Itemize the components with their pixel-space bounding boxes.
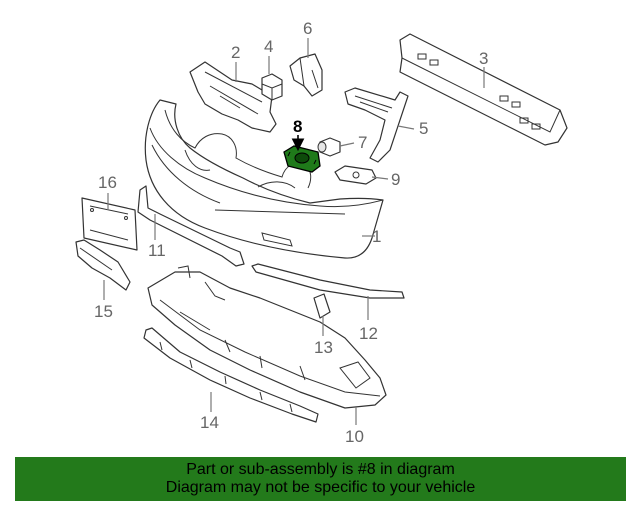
callout-6: 6 (303, 19, 312, 38)
callout-11: 11 (148, 241, 166, 260)
leader-lines (103, 38, 485, 425)
part-2-absorber (189, 61, 277, 133)
part-3-reinforcement (399, 33, 568, 146)
part-6-bracket (289, 53, 323, 97)
part-15-trim (75, 239, 131, 291)
callout-10: 10 (345, 427, 364, 446)
callout-15: 15 (94, 302, 113, 321)
part-5-side-support (344, 87, 409, 163)
callout-16: 16 (98, 173, 117, 192)
part-7-sensor (317, 137, 341, 157)
part-9-sensor-housing (334, 165, 377, 185)
part-4-bracket (261, 73, 283, 101)
callout-13: 13 (314, 338, 333, 357)
callout-2: 2 (231, 43, 240, 62)
parts-diagram: 1 2 3 4 5 6 7 8 9 10 11 12 13 14 15 16 (75, 19, 568, 446)
callout-4: 4 (264, 37, 273, 56)
part-13-clip (313, 293, 331, 319)
footer-banner: Part or sub-assembly is #8 in diagram Di… (15, 457, 626, 501)
footer-line-1: Part or sub-assembly is #8 in diagram (186, 461, 455, 478)
callout-7: 7 (358, 133, 367, 152)
callout-14: 14 (200, 413, 219, 432)
part-10-undertray (147, 265, 387, 409)
callout-9: 9 (391, 170, 400, 189)
part-16-plate-bracket (81, 197, 138, 251)
callout-12: 12 (359, 324, 378, 343)
callout-numbers: 1 2 3 4 5 6 7 8 9 10 11 12 13 14 15 16 (94, 19, 488, 446)
callout-1: 1 (372, 227, 381, 246)
part-11-grille-strip (137, 185, 245, 267)
callout-5: 5 (419, 119, 428, 138)
part-14-spoiler (143, 327, 319, 423)
callout-3: 3 (479, 49, 488, 68)
callout-8: 8 (293, 117, 302, 136)
part-12-molding (251, 263, 405, 299)
part-8-sensor-bracket (283, 145, 321, 173)
footer-line-2: Diagram may not be specific to your vehi… (165, 479, 476, 496)
